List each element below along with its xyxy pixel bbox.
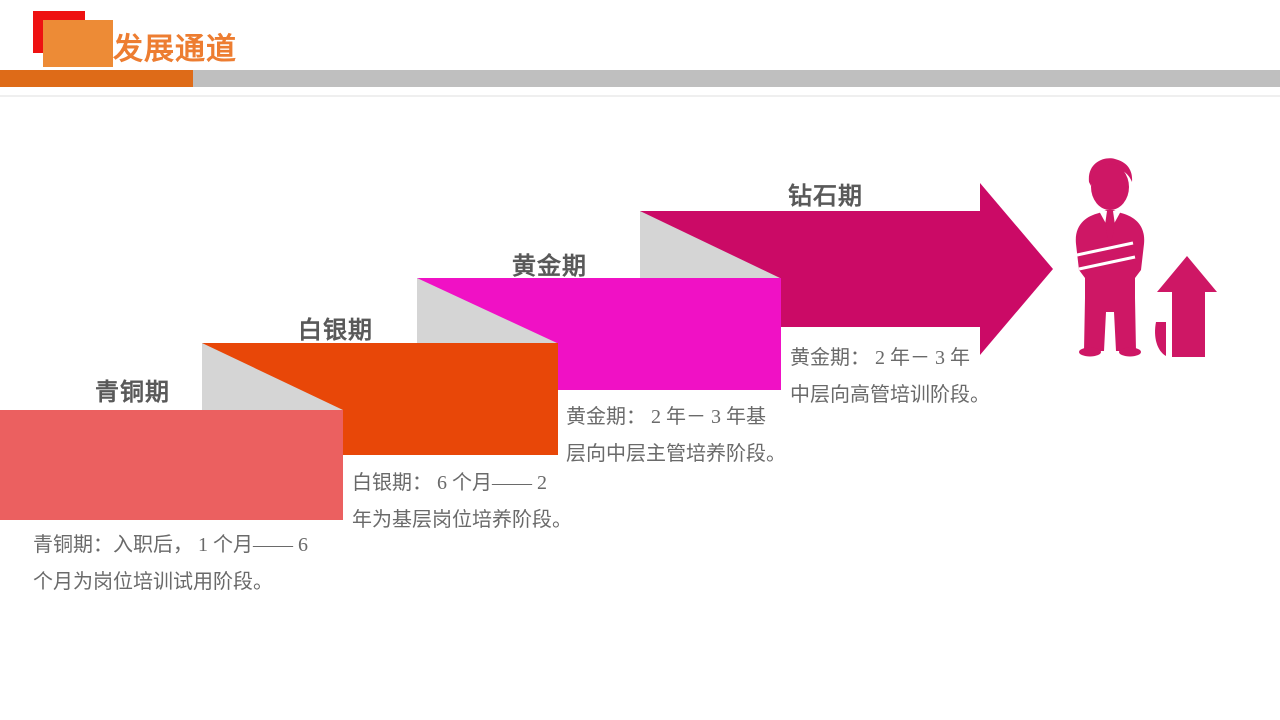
logo-orange-square (43, 20, 113, 67)
stage-silver-label: 白银期 (298, 317, 373, 344)
businessman-torso (1075, 210, 1145, 298)
stage-diamond-label: 钻石期 (788, 183, 863, 210)
stage-bronze-description: 青铜期：入职后， 1 个月—— 6 个月为岗位培训试用阶段。 (33, 527, 308, 601)
businessman-foot (1119, 347, 1141, 357)
header-rule-orange-segment (0, 70, 193, 87)
stage-diamond-description: 黄金期： 2 年－ 3 年 中层向高管培训阶段。 (790, 340, 990, 414)
description-line: 青铜期：入职后， 1 个月—— 6 (33, 534, 308, 556)
businessman-icon (1075, 158, 1145, 357)
up-arrow-icon (1155, 256, 1217, 357)
description-line: 个月为岗位培训试用阶段。 (33, 571, 273, 593)
businessman-arm-line (1078, 255, 1136, 271)
description-line: 白银期： 6 个月—— 2 (352, 472, 547, 494)
header-rule-gray-segment (193, 70, 1280, 87)
description-line: 黄金期： 2 年－ 3 年 (790, 347, 970, 369)
header-rule-shadow (0, 95, 1280, 97)
businessman-foot (1079, 347, 1101, 357)
up-arrow-wedge (1155, 322, 1166, 356)
businessman-hair (1088, 158, 1133, 186)
up-arrow-shape (1157, 256, 1217, 357)
businessman-legs (1084, 298, 1136, 351)
stage-gold-description: 黄金期： 2 年－ 3 年基 层向中层主管培养阶段。 (566, 399, 786, 473)
description-line: 黄金期： 2 年－ 3 年基 (566, 406, 766, 428)
page-title: 发展通道 (113, 33, 237, 66)
stage-bronze-block (0, 410, 343, 520)
stage-silver-description: 白银期： 6 个月—— 2 年为基层岗位培养阶段。 (352, 465, 572, 539)
description-line: 中层向高管培训阶段。 (790, 384, 990, 406)
businessman-tie (1105, 211, 1115, 248)
description-line: 年为基层岗位培养阶段。 (352, 509, 572, 531)
businessman-arm-line (1076, 241, 1134, 257)
stage-gold-label: 黄金期 (512, 253, 587, 280)
stage-bronze-label: 青铜期 (95, 379, 170, 406)
businessman-head (1091, 164, 1129, 210)
description-line: 层向中层主管培养阶段。 (566, 443, 786, 465)
